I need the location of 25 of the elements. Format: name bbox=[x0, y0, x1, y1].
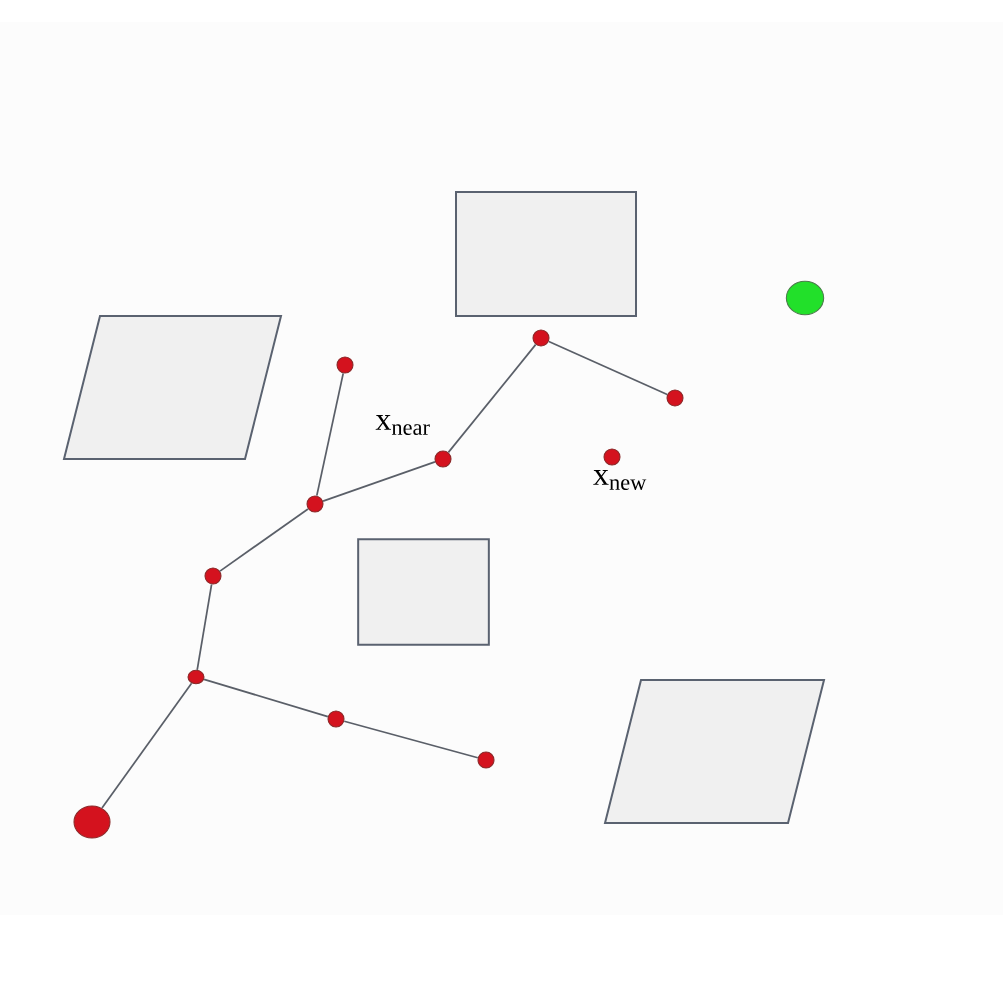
tree-edge bbox=[196, 583, 213, 671]
tree-node bbox=[477, 751, 495, 769]
obstacle-box bbox=[455, 191, 637, 317]
tree-edge bbox=[219, 508, 309, 572]
node-label: x$_{near}$ bbox=[375, 415, 430, 435]
tree-node bbox=[204, 567, 222, 585]
tree-edge bbox=[322, 460, 436, 503]
tree-edge bbox=[101, 682, 193, 809]
start-node bbox=[73, 805, 111, 839]
tree-edge bbox=[447, 343, 537, 454]
goal-node bbox=[785, 280, 825, 316]
tree-node bbox=[187, 669, 205, 685]
tree-node bbox=[603, 448, 621, 466]
tree-node bbox=[434, 450, 452, 468]
node-label: x$_{new}$ bbox=[593, 470, 647, 490]
tree-edge bbox=[315, 372, 345, 497]
tree-edge bbox=[203, 678, 329, 718]
tree-node bbox=[532, 329, 550, 347]
tree-node bbox=[306, 495, 324, 513]
tree-edge bbox=[343, 720, 479, 759]
tree-node bbox=[327, 710, 345, 728]
tree-node bbox=[666, 389, 684, 407]
tree-edge bbox=[547, 340, 669, 396]
tree-node bbox=[336, 356, 354, 374]
obstacle-box bbox=[357, 538, 490, 646]
